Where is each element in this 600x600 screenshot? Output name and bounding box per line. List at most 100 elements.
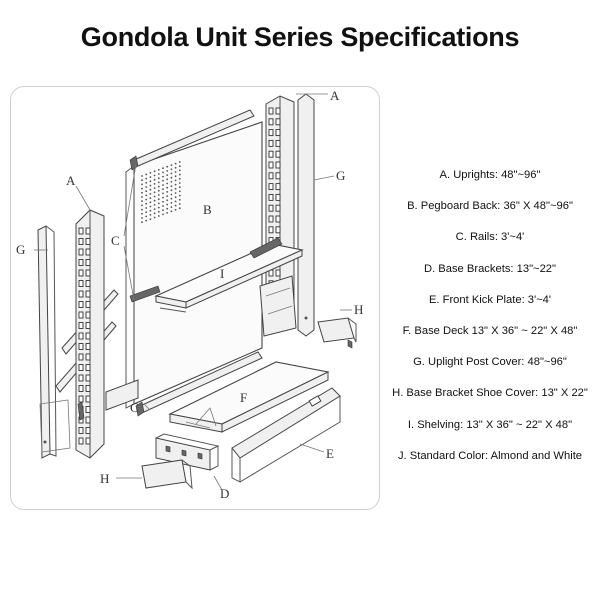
upright-slot bbox=[275, 269, 281, 277]
pegboard-hole bbox=[157, 168, 160, 171]
upright-slot bbox=[85, 332, 91, 340]
upright-slot bbox=[275, 107, 281, 115]
spec-item-uprights: A. Uprights: 48"~96" bbox=[439, 169, 541, 181]
pegboard-hole bbox=[153, 170, 156, 173]
upright-slot bbox=[78, 248, 84, 256]
pegboard-hole bbox=[170, 193, 173, 196]
pegboard-hole bbox=[149, 172, 152, 174]
pegboard-hole bbox=[174, 183, 177, 186]
spec-item-pegboard-back: B. Pegboard Back: 36" X 48"~96" bbox=[407, 200, 573, 213]
pegboard-hole bbox=[178, 173, 181, 176]
upright-slot bbox=[78, 332, 84, 340]
pegboard-hole bbox=[145, 186, 148, 188]
pegboard-hole bbox=[149, 180, 152, 183]
pegboard-hole bbox=[157, 215, 160, 217]
pegboard-hole bbox=[157, 210, 160, 213]
pegboard-hole bbox=[162, 200, 164, 203]
pegboard-hole bbox=[141, 204, 143, 207]
pegboard-hole bbox=[157, 202, 160, 205]
pegboard-hole bbox=[170, 164, 173, 166]
pegboard-hole bbox=[166, 165, 169, 168]
upright-slot bbox=[85, 427, 91, 434]
upright-slot bbox=[78, 280, 84, 287]
pegboard-hole bbox=[162, 184, 164, 186]
spec-item-post-cover: G. Uplight Post Cover: 48"~96" bbox=[413, 356, 567, 369]
exploded-diagram: A G A B C G I H F C E H D bbox=[16, 88, 363, 501]
pegboard-hole bbox=[178, 190, 181, 193]
spec-item-shelving: I. Shelving: 13" X 36" ~ 22" X 48" bbox=[407, 418, 573, 431]
spec-item-base-brackets: D. Base Brackets: 13"~22" bbox=[423, 262, 556, 275]
pegboard-hole bbox=[178, 203, 181, 205]
upright-slot bbox=[85, 301, 91, 308]
right-post-cover bbox=[297, 93, 315, 337]
upright-slot bbox=[85, 290, 91, 298]
upright-slot bbox=[85, 353, 91, 361]
pegboard-hole bbox=[141, 200, 143, 203]
pegboard-hole bbox=[141, 217, 143, 219]
upright-slot bbox=[85, 227, 91, 235]
pegboard-hole bbox=[157, 177, 160, 180]
pegboard-hole bbox=[145, 177, 148, 180]
pegboard-hole bbox=[141, 196, 143, 198]
pegboard-hole bbox=[166, 170, 169, 172]
upright-slot bbox=[85, 437, 91, 445]
right-base-bracket bbox=[259, 275, 297, 337]
callout-a-left: A bbox=[66, 173, 76, 188]
pegboard-hole bbox=[149, 205, 152, 208]
pegboard-hole bbox=[174, 187, 177, 190]
callout-f: F bbox=[240, 390, 247, 405]
leader-lines bbox=[34, 93, 352, 491]
pegboard-hole bbox=[153, 183, 156, 185]
pegboard-hole bbox=[157, 173, 160, 175]
lower-rail bbox=[135, 351, 263, 417]
pegboard-hole bbox=[166, 178, 169, 181]
pegboard-hole bbox=[141, 175, 143, 177]
upright-slot bbox=[78, 322, 84, 329]
pegboard-hole bbox=[174, 200, 177, 203]
upright-slot bbox=[85, 238, 91, 245]
pegboard-hole bbox=[162, 205, 164, 207]
pegboard-hole bbox=[174, 196, 177, 199]
upright-slot bbox=[268, 204, 274, 212]
pegboard-hole bbox=[174, 204, 177, 207]
upright-slot bbox=[275, 118, 281, 126]
pegboard-hole bbox=[153, 195, 156, 198]
pegboard-hole bbox=[166, 207, 169, 210]
upright-slot bbox=[268, 107, 274, 115]
pegboard-hole bbox=[170, 168, 173, 171]
pegboard-hole bbox=[178, 198, 181, 201]
pegboard-hole bbox=[145, 194, 148, 197]
upright-slot bbox=[85, 343, 91, 350]
upright-slot bbox=[78, 269, 84, 277]
pegboard-hole bbox=[145, 190, 148, 193]
pegboard-hole bbox=[153, 212, 156, 215]
pegboard-hole bbox=[170, 189, 173, 192]
upright-slot bbox=[78, 353, 84, 361]
spec-item-base-deck: F. Base Deck 13" X 36" ~ 22" X 48" bbox=[402, 324, 578, 337]
upright-slot bbox=[268, 183, 274, 191]
top-rail bbox=[129, 109, 255, 171]
pegboard-hole bbox=[157, 194, 160, 196]
pegboard-hole bbox=[170, 176, 173, 179]
pegboard-hole bbox=[170, 202, 173, 204]
upright-slot bbox=[268, 161, 274, 169]
upright-slot bbox=[268, 118, 274, 126]
pegboard-hole bbox=[145, 207, 148, 209]
pegboard-hole bbox=[170, 206, 173, 208]
upright-slot bbox=[78, 301, 84, 308]
pegboard-hole bbox=[153, 187, 156, 189]
pegboard-hole bbox=[170, 181, 173, 183]
spec-list: A. Uprights: 48"~96" B. Pegboard Back: 3… bbox=[380, 160, 600, 472]
pegboard-hole bbox=[174, 175, 177, 178]
spec-item-shoe-cover: H. Base Bracket Shoe Cover: 13" X 22" bbox=[392, 387, 588, 400]
pegboard-hole bbox=[153, 178, 156, 181]
upright-slot bbox=[78, 290, 84, 298]
pegboard-hole bbox=[166, 212, 169, 214]
pegboard-hole bbox=[174, 192, 177, 194]
upright-slot bbox=[268, 129, 274, 137]
callout-g-left: G bbox=[16, 242, 25, 257]
pegboard-hole bbox=[174, 171, 177, 173]
pegboard-hole bbox=[178, 169, 181, 172]
pegboard-hole bbox=[162, 196, 164, 199]
spec-item-front-kick-plate: E. Front Kick Plate: 3'~4' bbox=[428, 293, 552, 306]
